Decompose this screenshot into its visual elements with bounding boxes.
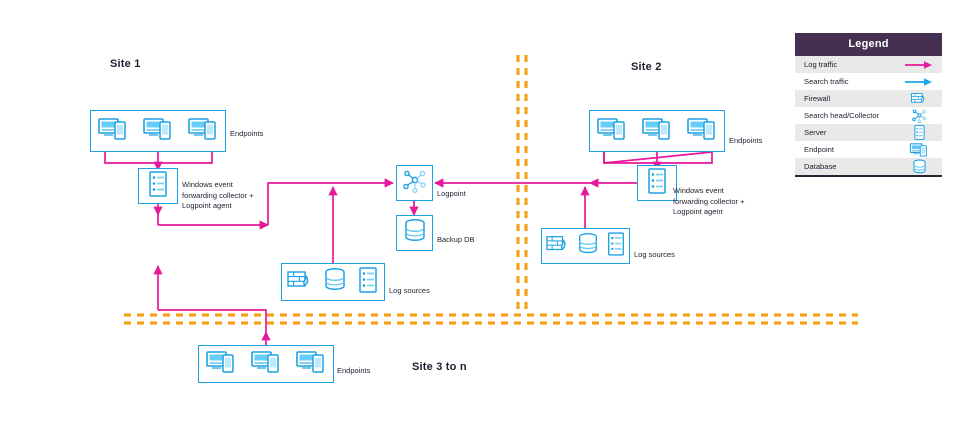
logpoint-node[interactable]: [396, 165, 433, 201]
site3-endpoints-group[interactable]: [198, 345, 334, 383]
site1-collector-node[interactable]: [138, 168, 178, 204]
backup-db-label: Backup DB: [437, 235, 475, 244]
endpoint-icon: [295, 349, 326, 380]
backup-db-node[interactable]: [396, 215, 433, 251]
legend-title: Legend: [795, 33, 942, 56]
legend-row-log-traffic: Log traffic: [795, 56, 942, 73]
database-icon: [904, 159, 934, 174]
site1-collector-label: Windows event forwarding collector + Log…: [182, 180, 254, 210]
site3-log-traffic: [158, 309, 271, 345]
legend-row-server: Server: [795, 124, 942, 141]
legend-row-database: Database: [795, 158, 942, 175]
site2-collector-label: Windows event forwarding collector + Log…: [673, 186, 745, 216]
endpoint-icon: [143, 116, 173, 147]
legend-label: Search traffic: [804, 77, 849, 86]
endpoint-icon: [98, 116, 128, 147]
legend-row-search-head: Search head/Collector: [795, 107, 942, 124]
central-log-sources-group[interactable]: [281, 263, 385, 301]
server-icon: [357, 266, 379, 298]
endpoint-icon: [187, 116, 218, 147]
endpoint-icon: [206, 349, 236, 380]
legend-label: Log traffic: [804, 60, 838, 69]
server-icon: [646, 167, 668, 199]
logpoint-label: Logpoint: [437, 189, 466, 198]
site2-endpoints-label: Endpoints: [729, 136, 763, 145]
site2-log-sources-label: Log sources: [634, 250, 675, 259]
arrow-blue-icon: [904, 74, 934, 89]
site3-title: Site 3 to n: [412, 361, 467, 373]
site1-endpoints-label: Endpoints: [230, 129, 264, 138]
legend: Legend Log traffic Search traffic Firewa…: [795, 33, 942, 177]
endpoint-icon: [251, 349, 281, 380]
site2-title: Site 2: [631, 61, 662, 73]
legend-label: Search head/Collector: [804, 111, 880, 120]
search-head-icon: [904, 108, 934, 124]
firewall-icon: [904, 91, 934, 106]
site1-endpoints-group[interactable]: [90, 110, 226, 152]
site2-log-sources-group[interactable]: [541, 228, 630, 264]
endpoint-icon: [642, 116, 672, 147]
arrow-magenta-icon: [904, 57, 934, 72]
legend-label: Endpoint: [804, 145, 834, 154]
database-icon: [577, 232, 599, 261]
site2-collector-node[interactable]: [637, 165, 677, 201]
site-boundary-vertical: [516, 55, 528, 312]
endpoint-icon: [686, 116, 717, 147]
site-boundary-horizontal: [124, 313, 858, 325]
database-icon: [323, 267, 347, 298]
database-icon: [403, 218, 427, 249]
site3-endpoints-label: Endpoints: [337, 366, 371, 375]
legend-row-search-traffic: Search traffic: [795, 73, 942, 90]
legend-label: Server: [804, 128, 827, 137]
site2-endpoints-group[interactable]: [589, 110, 725, 152]
server-icon: [147, 170, 169, 202]
endpoint-icon: [597, 116, 627, 147]
site1-title: Site 1: [110, 58, 141, 70]
firewall-icon: [287, 268, 313, 297]
central-log-sources-label: Log sources: [389, 286, 430, 295]
endpoint-icon: [904, 142, 934, 157]
firewall-icon: [545, 233, 570, 260]
search-head-icon: [402, 168, 428, 199]
legend-label: Firewall: [804, 94, 831, 103]
legend-row-firewall: Firewall: [795, 90, 942, 107]
legend-label: Database: [804, 162, 837, 171]
server-icon: [606, 231, 626, 261]
server-icon: [904, 125, 934, 140]
legend-row-endpoint: Endpoint: [795, 141, 942, 158]
